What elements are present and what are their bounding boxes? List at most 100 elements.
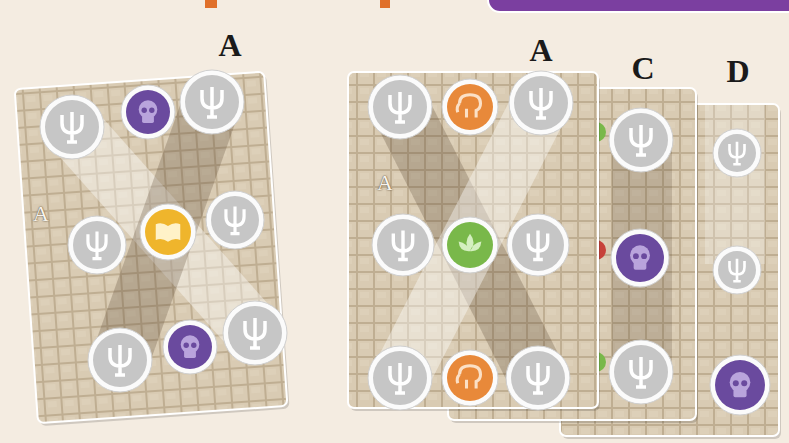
trident-icon [393,230,412,259]
token-face [718,134,756,172]
token-icon [459,234,482,252]
grey-token [368,346,432,410]
trident-icon [390,92,410,122]
trident-icon [531,88,551,118]
token-rim [223,301,287,365]
yellow-token [140,204,196,260]
token-rim [368,75,432,139]
token-rim [206,191,264,249]
trident-icon [202,87,222,117]
orange-token [442,350,498,406]
token-icon [393,230,412,259]
skull-eye [142,108,147,113]
grey-token [509,71,573,135]
trident-icon [730,142,745,165]
trident-icon [88,231,106,258]
pattern-band [705,104,765,264]
token-face [93,333,147,387]
grey-token [88,328,152,392]
token-icon [528,230,547,259]
grey-token [506,346,570,410]
orange-token [442,79,498,135]
skull-icon [733,389,746,397]
trident-icon [110,345,130,375]
token-rim [88,328,152,392]
purple-token [611,229,669,287]
token-icon [226,206,244,233]
token-rim [710,355,770,415]
token-face [211,196,259,244]
skull-eye [184,343,189,348]
token-face [616,234,664,282]
trident-icon [730,259,745,282]
token-rim [442,350,498,406]
header-mark [380,0,390,8]
skull-eye [741,380,747,386]
card-letter: A [529,34,552,66]
token-rim [442,217,498,273]
token-rim [713,246,761,294]
token-face [511,351,565,405]
token-face [447,84,493,130]
token-icon [457,95,480,118]
token-icon [531,88,551,118]
trident-icon [62,112,82,142]
grey-token [713,129,761,177]
pattern-card [348,72,600,411]
skull-icon [142,115,154,123]
token-icon [631,125,651,155]
grey-token [372,214,434,276]
token-face [73,221,121,269]
token-icon [110,345,130,375]
token-rim [163,320,217,374]
token-face [614,345,668,399]
token-face [447,222,493,268]
grey-token [223,301,287,365]
elephant-icon [457,366,480,389]
token-rim [611,229,669,287]
token-face [145,209,191,255]
book-icon [156,223,181,241]
token-face [377,219,429,271]
token-face [514,76,568,130]
skull-eye [641,253,647,259]
grey-token [507,214,569,276]
token-icon [730,259,745,282]
token-rim [372,214,434,276]
token-face [718,251,756,289]
header-mark [205,0,217,8]
token-rim [442,79,498,135]
token-rim [368,346,432,410]
token-icon [630,245,650,269]
token-rim [713,129,761,177]
grey-token [368,75,432,139]
token-icon [245,318,265,348]
purple-token [710,355,770,415]
card-letter: A [218,29,241,61]
token-icon [181,335,200,358]
trident-icon [390,363,410,393]
token-face [373,351,427,405]
grey-token [40,95,104,159]
card-mark: A [33,203,49,225]
token-face [126,90,170,134]
token-rim [509,71,573,135]
trident-icon [245,318,265,348]
token-icon [88,231,106,258]
green-token [442,217,498,273]
grey-token [180,70,244,134]
grey-token [713,246,761,294]
trident-icon [631,357,651,387]
trident-icon [528,230,547,259]
token-face [373,80,427,134]
skull-icon [634,262,647,270]
token-icon [390,92,410,122]
skull-icon [184,350,196,358]
card-face [15,72,288,424]
token-rim [140,204,196,260]
token-icon [156,223,181,241]
token-rim [506,346,570,410]
token-icon [202,87,222,117]
token-icon [62,112,82,142]
